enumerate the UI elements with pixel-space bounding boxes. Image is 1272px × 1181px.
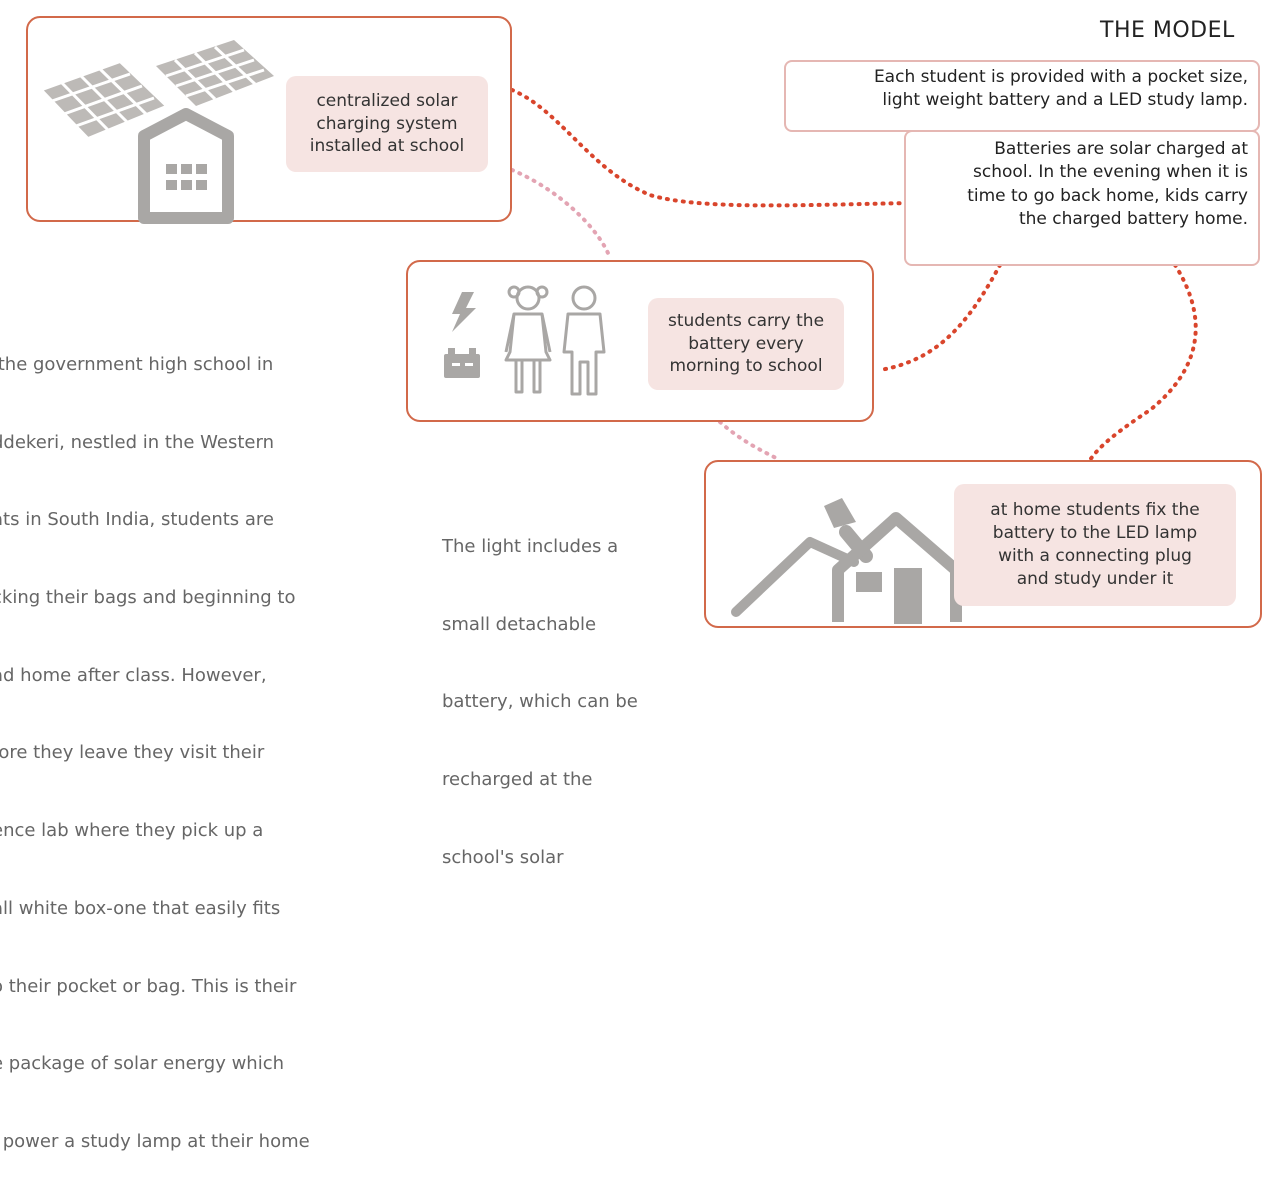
light-note-paragraph: The light includes a small detachable ba… <box>442 535 638 868</box>
connector-school-to-students <box>510 168 612 260</box>
battery-icon <box>444 348 480 378</box>
solar-panel-icon <box>40 60 168 140</box>
callout-battery-lamp: Each student is provided with a pocket s… <box>784 60 1260 132</box>
connector-lines <box>510 88 1198 462</box>
students-illustration <box>444 285 606 396</box>
school-caption: centralized solar charging system instal… <box>286 76 488 172</box>
connector-callout-to-students <box>878 263 1002 372</box>
home-box: at home students fix the battery to the … <box>704 460 1262 628</box>
house-window-icon <box>856 572 882 592</box>
callout-solar-charged: Batteries are solar charged at school. I… <box>904 130 1260 266</box>
student-girl-icon <box>504 285 552 394</box>
lamp-shade-icon <box>824 498 856 528</box>
lightning-icon <box>452 292 476 332</box>
school-building-icon <box>138 108 234 224</box>
connector-school-to-callout <box>510 88 912 208</box>
home-caption: at home students fix the battery to the … <box>954 484 1236 606</box>
connector-callout-to-home <box>1088 263 1198 462</box>
students-box: students carry the battery every morning… <box>406 260 874 422</box>
school-box: centralized solar charging system instal… <box>26 16 512 224</box>
student-boy-icon <box>562 285 606 396</box>
page-title: THE MODEL <box>1100 18 1235 43</box>
students-caption: students carry the battery every morning… <box>648 298 844 390</box>
connector-students-to-home <box>718 420 782 462</box>
desk-lamp-icon <box>731 525 873 617</box>
solar-panel-icon-2 <box>156 40 274 106</box>
story-paragraph: the government high school in ddekeri, n… <box>0 353 310 1152</box>
solar-school-illustration <box>40 40 274 224</box>
house-door-icon <box>894 568 922 624</box>
